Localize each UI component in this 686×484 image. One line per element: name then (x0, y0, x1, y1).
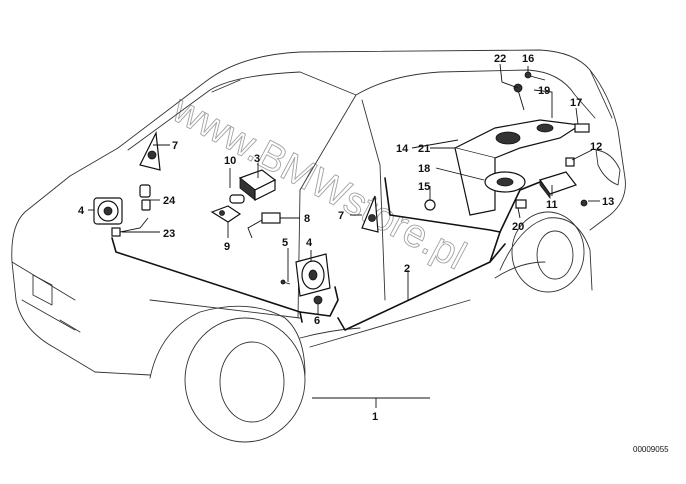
drawing-code: 00009055 (633, 445, 669, 454)
grommet-part (424, 199, 436, 211)
front-left-speaker (93, 197, 123, 225)
callout-6: 6 (314, 315, 320, 327)
fastener-part-12 (565, 157, 575, 167)
front-door-speaker (295, 253, 331, 297)
car-body-outline (11, 49, 626, 443)
connector-part (111, 217, 149, 237)
rear-amplifier (539, 171, 577, 200)
small-pad (229, 194, 245, 204)
callout-8: 8 (304, 213, 310, 225)
callout-14: 14 (396, 143, 409, 155)
callout-23: 23 (163, 228, 175, 240)
callout-4-center: 4 (306, 237, 313, 249)
rear-speaker-shelf (453, 119, 582, 216)
callout-18: 18 (418, 163, 430, 175)
callout-7-right: 7 (338, 210, 344, 222)
wiring-harness (111, 177, 546, 331)
callout-15: 15 (418, 181, 430, 193)
callout-2: 2 (404, 263, 410, 275)
callout-7-left: 7 (172, 140, 178, 152)
callout-1: 1 (372, 411, 378, 423)
callout-22: 22 (494, 53, 506, 65)
callout-10: 10 (224, 155, 236, 167)
callout-13: 13 (602, 196, 614, 208)
bracket-part (210, 205, 242, 223)
callout-16: 16 (522, 53, 534, 65)
connector-block (247, 212, 281, 239)
leader-lines (88, 63, 600, 408)
callout-21: 21 (418, 143, 430, 155)
screw-part (280, 279, 291, 285)
callout-3: 3 (254, 153, 260, 165)
amplifier-unit (238, 169, 277, 201)
left-tweeter-cover (139, 130, 161, 171)
clip-part-17 (574, 123, 590, 133)
nut-part (313, 295, 323, 305)
callout-4-left: 4 (78, 205, 85, 217)
callout-5: 5 (282, 237, 288, 249)
callout-9: 9 (224, 241, 230, 253)
clip-part (139, 184, 151, 211)
fastener-part-13 (580, 199, 588, 207)
rear-speaker (484, 171, 526, 193)
callout-20: 20 (512, 221, 524, 233)
screw-part-16 (524, 71, 546, 81)
callout-12: 12 (590, 141, 602, 153)
callout-19: 19 (538, 85, 550, 97)
callout-24: 24 (163, 195, 176, 207)
callout-labels: 7 24 4 23 10 3 9 8 5 4 6 7 2 1 14 21 18 … (78, 53, 614, 423)
connector-part-20 (515, 199, 527, 209)
callout-11: 11 (546, 199, 558, 211)
bolt-part (513, 83, 525, 111)
callout-17: 17 (570, 97, 582, 109)
right-tweeter-cover (361, 195, 379, 233)
